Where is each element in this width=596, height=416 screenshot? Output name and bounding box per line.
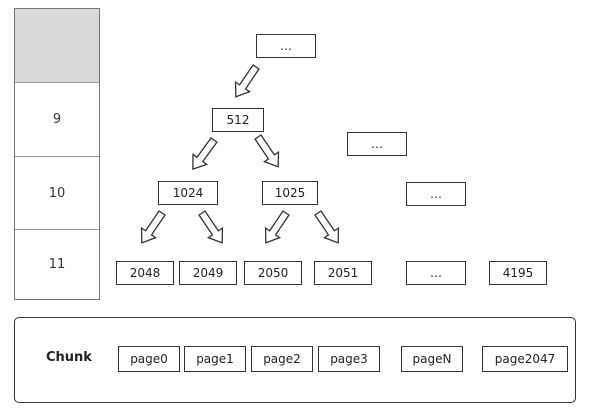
tree-node-2049: 2049 [179, 261, 237, 285]
tree-node-512: 512 [212, 108, 264, 132]
depth-level-top-cell [15, 9, 99, 83]
arrow-1025-to-2050 [264, 210, 290, 244]
tree-node-2048: 2048 [116, 261, 174, 285]
tree-node-ellipsis-l10: … [406, 182, 466, 206]
depth-level-10: 10 [15, 157, 99, 230]
arrow-512-to-1025 [254, 134, 280, 168]
depth-level-column: 9 10 11 [14, 8, 100, 300]
depth-level-9: 9 [15, 83, 99, 157]
tree-node-4195: 4195 [489, 261, 547, 285]
arrow-1025-to-2051 [314, 210, 340, 244]
arrow-root-to-512 [234, 64, 260, 98]
chunk-label: Chunk [46, 350, 92, 365]
page-box-3: page3 [318, 346, 380, 372]
arrow-1024-to-2049 [198, 210, 224, 244]
tree-node-2050: 2050 [244, 261, 302, 285]
page-box-0: page0 [118, 346, 180, 372]
page-box-1: page1 [184, 346, 246, 372]
tree-node-root: … [256, 34, 316, 58]
tree-node-ellipsis-l11: … [406, 261, 466, 285]
tree-node-2051: 2051 [314, 261, 372, 285]
depth-level-11: 11 [48, 257, 66, 272]
tree-node-1025: 1025 [262, 181, 318, 205]
chunk-container [14, 317, 576, 403]
arrow-1024-to-2048 [140, 210, 166, 244]
page-box-n: pageN [401, 346, 463, 372]
page-box-2047: page2047 [482, 346, 568, 372]
tree-node-1024: 1024 [158, 181, 218, 205]
page-box-2: page2 [251, 346, 313, 372]
arrow-512-to-1024 [192, 136, 218, 171]
tree-node-ellipsis-l9: … [347, 132, 407, 156]
